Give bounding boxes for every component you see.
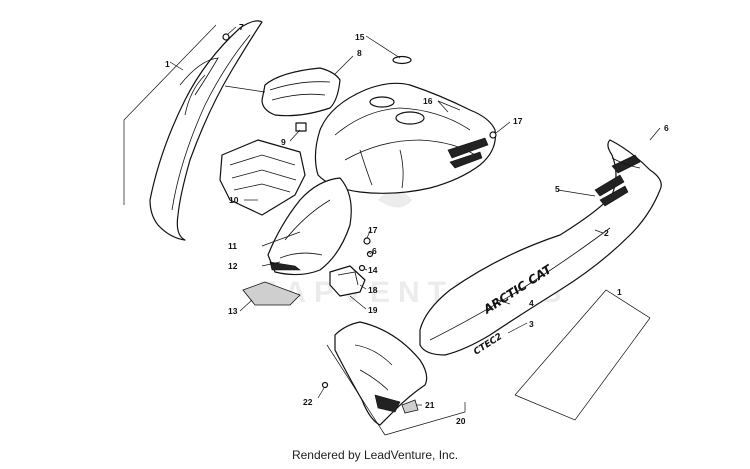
callout-6-right: 6 <box>664 123 669 133</box>
callout-10: 10 <box>229 195 239 205</box>
callout-15: 15 <box>355 32 365 42</box>
callout-11: 11 <box>228 241 237 251</box>
part-hood-main[interactable] <box>314 82 497 194</box>
part-windshield-left[interactable] <box>149 20 263 241</box>
callout-4: 4 <box>529 298 534 308</box>
footer-credit: Rendered by LeadVenture, Inc. <box>291 448 459 462</box>
part-decal-21[interactable] <box>401 399 419 414</box>
part-cap-15[interactable] <box>392 55 412 65</box>
part-lower-pan[interactable] <box>334 321 428 426</box>
part-clip-7[interactable] <box>222 33 230 41</box>
callout-6-mid: 6 <box>372 246 377 256</box>
callout-13: 13 <box>228 306 238 316</box>
callout-17-mid: 17 <box>368 225 378 235</box>
part-windshield-panel[interactable] <box>261 67 341 117</box>
part-screw-22[interactable] <box>321 381 329 389</box>
callout-16: 16 <box>423 96 433 106</box>
bracket-part-1-right <box>514 289 651 421</box>
callout-22: 22 <box>303 397 313 407</box>
callout-2: 2 <box>604 228 609 238</box>
part-duct-grille[interactable] <box>219 139 306 216</box>
part-clip-9[interactable] <box>295 122 307 132</box>
part-fasteners-mid[interactable] <box>358 237 374 272</box>
part-bracket-18-19[interactable] <box>329 265 366 297</box>
callout-1-left: 1 <box>165 59 170 69</box>
callout-21: 21 <box>425 400 435 410</box>
callout-17-top: 17 <box>513 116 523 126</box>
callout-19: 19 <box>368 305 378 315</box>
bracket-part-20 <box>384 402 466 436</box>
callout-9: 9 <box>281 137 286 147</box>
callout-1-right: 1 <box>617 287 622 297</box>
callout-labels: 1 7 15 8 16 17 6 9 5 10 2 17 11 6 12 14 … <box>165 22 669 426</box>
callout-12: 12 <box>228 261 238 271</box>
bracket-part-1-left <box>123 24 217 128</box>
callout-5: 5 <box>555 184 560 194</box>
callout-14: 14 <box>368 265 378 275</box>
part-headlight-lens[interactable] <box>242 281 301 306</box>
callout-7: 7 <box>239 22 244 32</box>
part-fastener-17-top[interactable] <box>489 131 497 139</box>
callout-8: 8 <box>357 48 362 58</box>
callout-18: 18 <box>368 285 378 295</box>
callout-20: 20 <box>456 416 466 426</box>
part-side-panel-right[interactable] <box>419 139 662 356</box>
callout-3: 3 <box>529 319 534 329</box>
